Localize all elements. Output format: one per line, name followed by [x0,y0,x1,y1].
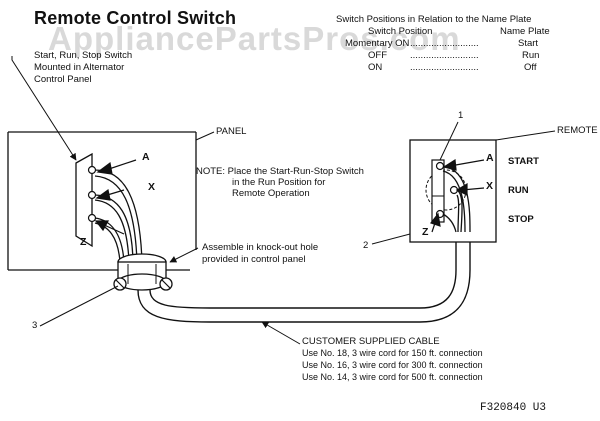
diagram-title: Remote Control Switch [34,8,237,28]
callout-arrows [94,158,485,235]
switch-row-1-dots: .......................... [410,38,479,49]
switch-row-3-dots: .......................... [410,62,479,73]
cable-line3: Use No. 14, 3 wire cord for 500 ft. conn… [302,372,483,382]
switch-note-line1: Start, Run, Stop Switch [34,50,133,61]
switch-table-header-2-right: Name Plate [500,26,550,37]
label-a-left: A [142,151,150,163]
callout-1: 1 [458,110,464,121]
switch-row-2-position: OFF [368,50,387,61]
assemble-line2: provided in control panel [202,254,306,265]
label-a-right: A [486,152,494,164]
remote-label: REMOTE [557,125,598,136]
label-z-left: Z [80,236,87,248]
label-x-right: X [486,180,494,192]
switch-row-3-position: ON [368,62,383,73]
label-start: START [508,156,539,167]
label-run: RUN [508,185,529,196]
knockout-grommet [113,253,173,291]
note-line3: Remote Operation [232,188,310,199]
switch-note-line3: Control Panel [34,74,92,85]
switch-row-1-plate: Start [518,38,539,49]
switch-row-1-position: Momentary ON [345,38,410,49]
leader-lines [11,56,556,345]
label-x-left: X [148,181,156,193]
terminal-z-left [87,213,97,223]
terminal-a-left [87,165,97,175]
switch-row-2-dots: .......................... [410,50,479,61]
watermark: AppliancePartsPros.com [48,20,461,57]
panel-switch-plate [75,152,97,248]
note-line1: NOTE: Place the Start-Run-Stop Switch [196,166,364,177]
remote-wires [442,165,471,233]
panel-box [7,131,197,271]
note-line2: in the Run Position for [232,177,326,188]
switch-note-line2: Mounted in Alternator [34,62,125,73]
cable-line2: Use No. 16, 3 wire cord for 300 ft. conn… [302,360,483,370]
switch-table-header-1: Switch Positions in Relation to the Name… [336,14,532,25]
cable-heading: CUSTOMER SUPPLIED CABLE [302,336,440,347]
callout-3: 3 [32,320,38,331]
panel-wires [94,169,143,263]
label-z-right: Z [422,226,429,238]
label-stop: STOP [508,214,534,225]
terminal-a-right [435,161,445,171]
callout-2: 2 [363,240,369,251]
terminal-x-left [87,190,97,200]
panel-label: PANEL [216,126,247,137]
switch-row-2-plate: Run [522,50,540,61]
customer-cable [137,232,471,323]
switch-table-header-2-left: Switch Position [368,26,433,37]
assemble-line1: Assemble in knock-out hole [202,242,319,253]
switch-row-3-plate: Off [524,62,537,73]
figure-code: F320840 U3 [480,402,547,414]
cable-line1: Use No. 18, 3 wire cord for 150 ft. conn… [302,348,483,358]
